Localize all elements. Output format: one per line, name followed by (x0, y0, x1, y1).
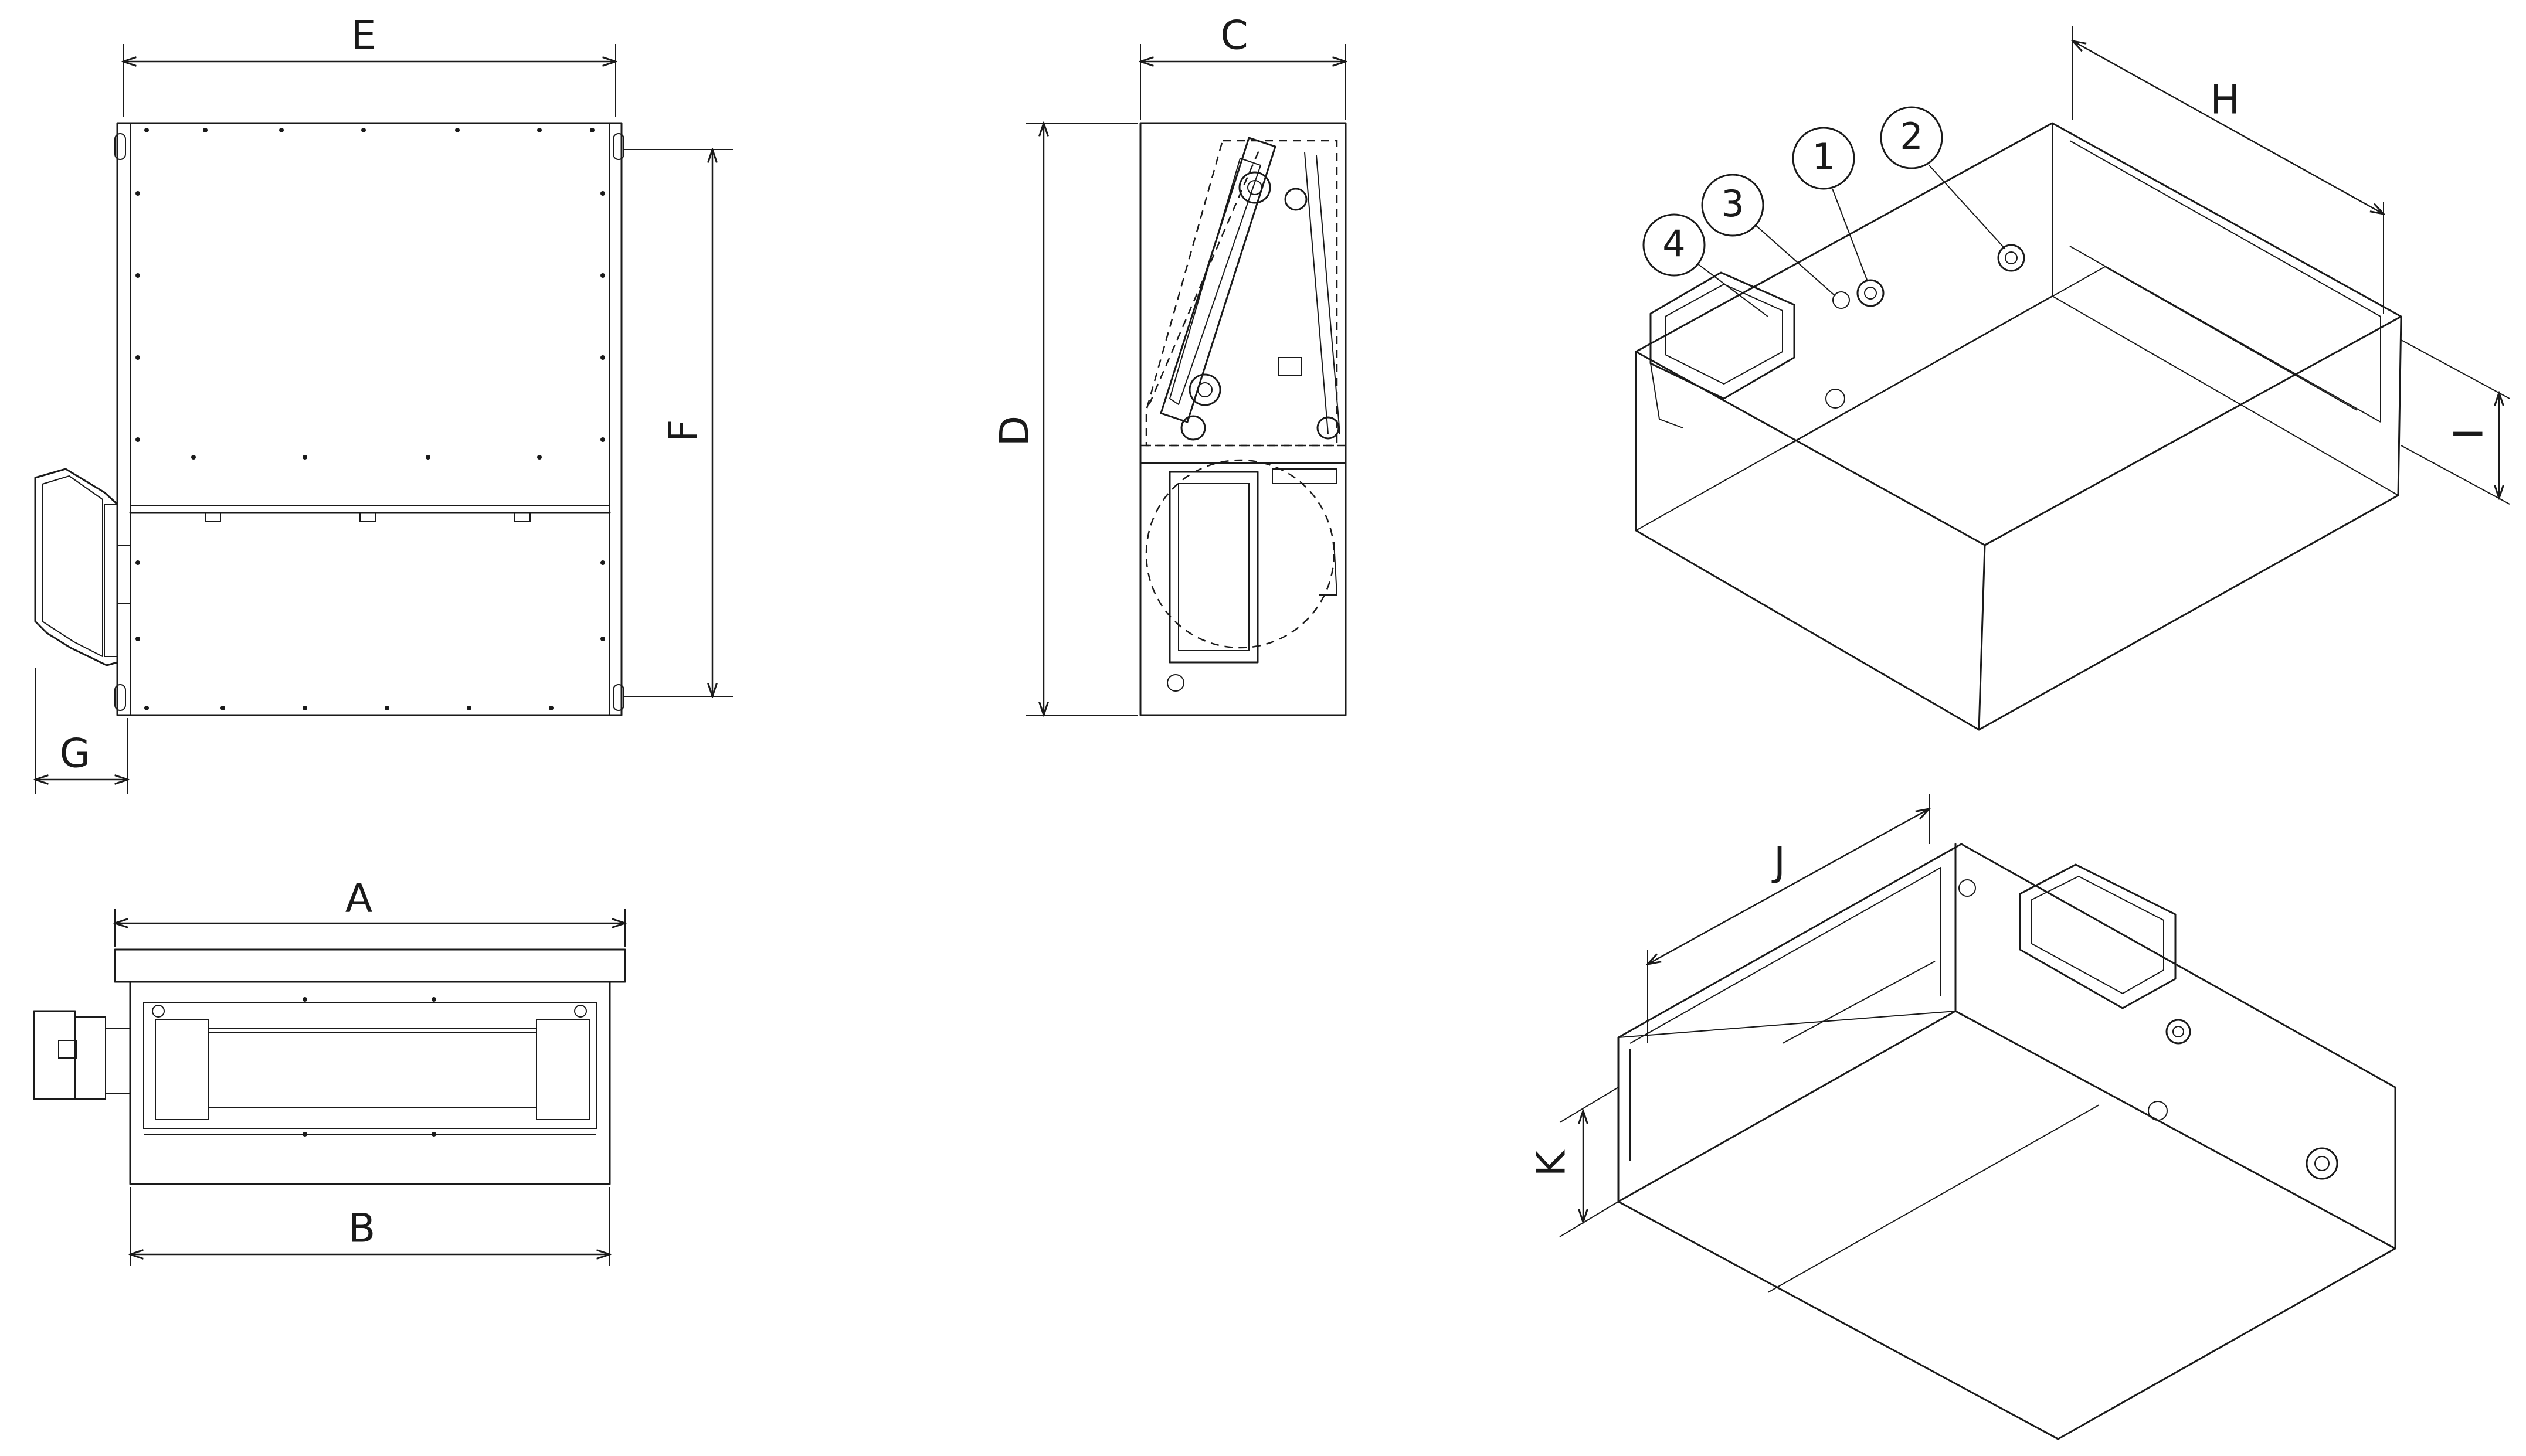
dimension-label-h: H (2210, 77, 2240, 124)
dimension-label-f: F (661, 419, 707, 442)
callout-2: 2 (1880, 106, 2006, 250)
svg-text:4: 4 (1662, 222, 1685, 265)
top-view: A B (33, 876, 625, 1266)
dimension-label-c: C (1220, 13, 1248, 59)
isometric-view-upper: 4 3 1 2 H I (1635, 26, 2510, 731)
svg-text:1: 1 (1812, 135, 1835, 178)
callout-3: 3 (1701, 174, 1836, 297)
dimension-label-g: G (60, 731, 91, 777)
svg-text:2: 2 (1900, 115, 1923, 158)
front-view: E F G (35, 13, 733, 794)
side-view: C D (992, 13, 1346, 715)
dimension-label-e: E (351, 13, 376, 59)
callout-4: 4 (1642, 213, 1768, 317)
callout-1: 1 (1792, 127, 1868, 282)
dimension-label-a: A (345, 876, 373, 922)
dimension-label-i: I (2446, 428, 2493, 440)
dimension-label-k: K (1529, 1149, 1575, 1176)
dimension-label-b: B (348, 1206, 376, 1252)
svg-text:3: 3 (1721, 182, 1744, 225)
dimension-label-d: D (992, 416, 1038, 446)
isometric-view-lower: J K (1529, 794, 2396, 1440)
dimension-label-j: J (1771, 839, 1785, 886)
